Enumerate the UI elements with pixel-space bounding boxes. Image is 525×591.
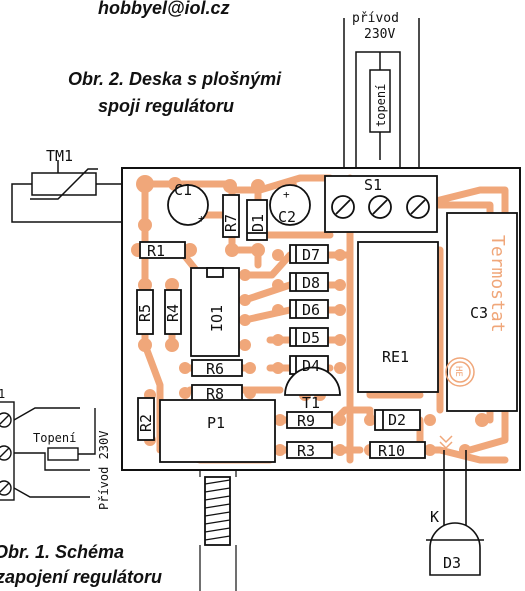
label-d5: D5 <box>302 329 320 347</box>
side-schematic-number: 1 <box>0 387 5 401</box>
label-d1: D1 <box>249 214 267 232</box>
side-schematic-heater: Topení <box>33 431 76 445</box>
supply-cable <box>343 18 420 176</box>
label-c2-plus: + <box>283 188 290 201</box>
supply-label-line2: 230V <box>364 27 395 42</box>
fig1-caption-line1: Obr. 1. Schéma <box>0 542 125 562</box>
email-caption: hobbyel@iol.cz <box>98 0 230 18</box>
label-tm1: TM1 <box>46 147 73 165</box>
board-brand: Termostat <box>487 235 508 333</box>
label-c2: C2 <box>278 208 296 226</box>
fig2-caption-line2: spoji regulátoru <box>98 96 235 116</box>
label-c1: C1 <box>174 181 192 199</box>
label-c1-plus: + <box>198 212 205 225</box>
label-re1: RE1 <box>382 348 409 366</box>
label-r6: R6 <box>206 360 224 378</box>
label-r1: R1 <box>147 242 165 260</box>
label-c3: C3 <box>470 304 488 322</box>
led-d3 <box>426 450 484 576</box>
label-r7: R7 <box>222 214 240 232</box>
side-schematic <box>0 401 96 501</box>
label-io1: IO1 <box>208 305 226 332</box>
label-r2: R2 <box>137 414 155 432</box>
label-r8: R8 <box>206 385 224 403</box>
label-r10: R10 <box>378 442 405 460</box>
label-r9: R9 <box>297 412 315 430</box>
pot-shaft-knurl <box>199 469 237 591</box>
supply-label-line1: přívod <box>352 11 399 26</box>
label-s1: S1 <box>364 176 382 194</box>
led-light-icon <box>439 435 453 450</box>
board-logo-text: HE <box>453 366 463 377</box>
label-d7: D7 <box>302 246 320 264</box>
fig2-caption-line1: Obr. 2. Deska s plošnými <box>68 69 282 89</box>
heater-label: topení <box>374 84 388 127</box>
label-d6: D6 <box>302 301 320 319</box>
label-d8: D8 <box>302 274 320 292</box>
label-t1: T1 <box>302 394 320 412</box>
label-r5: R5 <box>136 304 154 322</box>
label-p1: P1 <box>207 414 225 432</box>
fig1-caption-line2: zapojení regulátoru <box>0 567 163 587</box>
components <box>136 175 518 546</box>
label-d3: D3 <box>443 554 461 572</box>
label-d2: D2 <box>388 411 406 429</box>
he-logo-icon <box>445 357 475 387</box>
label-r3: R3 <box>297 442 315 460</box>
side-schematic-supply: Přívod 230V <box>97 431 111 510</box>
label-k: K <box>430 508 439 526</box>
label-r4: R4 <box>164 304 182 322</box>
label-d4: D4 <box>302 357 320 375</box>
